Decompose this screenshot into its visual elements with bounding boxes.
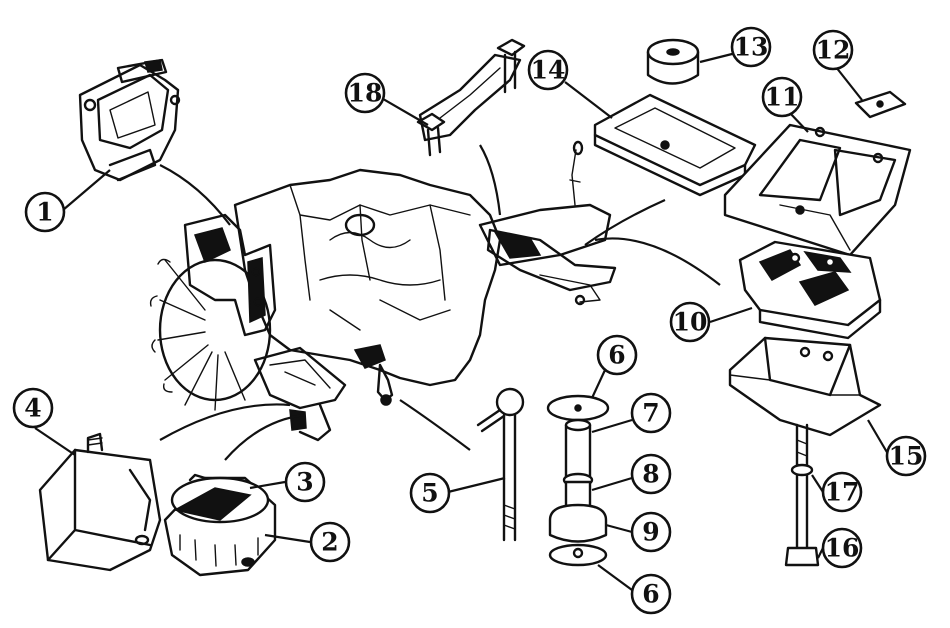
callout-5-label: 5	[421, 479, 438, 508]
callout-17: 17	[821, 471, 863, 513]
callout-10: 10	[669, 301, 711, 343]
callout-12-label: 12	[816, 36, 851, 65]
part-1-front-mount-bracket	[78, 58, 181, 182]
part-10-rubber-mounting	[738, 240, 882, 340]
part-6-7-8-9-buffer-stack	[546, 394, 610, 567]
callout-7-label: 7	[642, 399, 659, 428]
callout-8: 8	[630, 453, 672, 495]
callout-15: 15	[885, 435, 927, 477]
part-4-rubber-mount	[38, 432, 162, 572]
callout-3: 3	[284, 461, 326, 503]
callout-16-label: 16	[825, 534, 860, 563]
callout-7: 7	[630, 392, 672, 434]
callout-4-label: 4	[24, 394, 41, 423]
callout-10-label: 10	[673, 308, 708, 337]
callout-18-label: 18	[348, 79, 383, 108]
callout-5: 5	[409, 472, 451, 514]
callout-12: 12	[812, 29, 854, 71]
part-2-3-cylinder-mount	[163, 473, 277, 577]
callout-6-top: 6	[596, 334, 638, 376]
part-18-stay-bracket	[416, 38, 526, 157]
callout-9-label: 9	[642, 518, 659, 547]
callout-18: 18	[344, 72, 386, 114]
callout-8-label: 8	[642, 460, 659, 489]
callout-1-label: 1	[36, 198, 53, 227]
part-13-rubber-bush	[646, 38, 700, 85]
callout-17-label: 17	[825, 478, 860, 507]
callout-9: 9	[630, 511, 672, 553]
engine-gearbox-assembly	[149, 140, 721, 461]
callout-4: 4	[12, 387, 54, 429]
callout-14-label: 14	[531, 56, 566, 85]
cooling-fan	[149, 258, 272, 411]
part-12-plate	[854, 90, 907, 119]
callout-15-label: 15	[889, 442, 924, 471]
part-14-rear-support-plate	[593, 93, 757, 197]
callout-6-top-label: 6	[608, 341, 625, 370]
callout-13: 13	[730, 26, 772, 68]
callout-11-label: 11	[765, 83, 800, 112]
part-17-16-bolt-and-nut	[784, 423, 820, 567]
part-5-bolt	[476, 387, 525, 542]
callout-3-label: 3	[296, 468, 313, 497]
part-11-rear-crossmember	[723, 123, 912, 257]
callout-11: 11	[761, 76, 803, 118]
callout-16: 16	[821, 527, 863, 569]
callout-6-bottom: 6	[630, 573, 672, 615]
callout-6-bottom-label: 6	[642, 580, 659, 609]
callout-13-label: 13	[734, 33, 769, 62]
callout-2-label: 2	[321, 528, 338, 557]
callout-1: 1	[24, 191, 66, 233]
callout-2: 2	[309, 521, 351, 563]
part-15-mount-base-bracket	[728, 336, 882, 437]
callout-14: 14	[527, 49, 569, 91]
